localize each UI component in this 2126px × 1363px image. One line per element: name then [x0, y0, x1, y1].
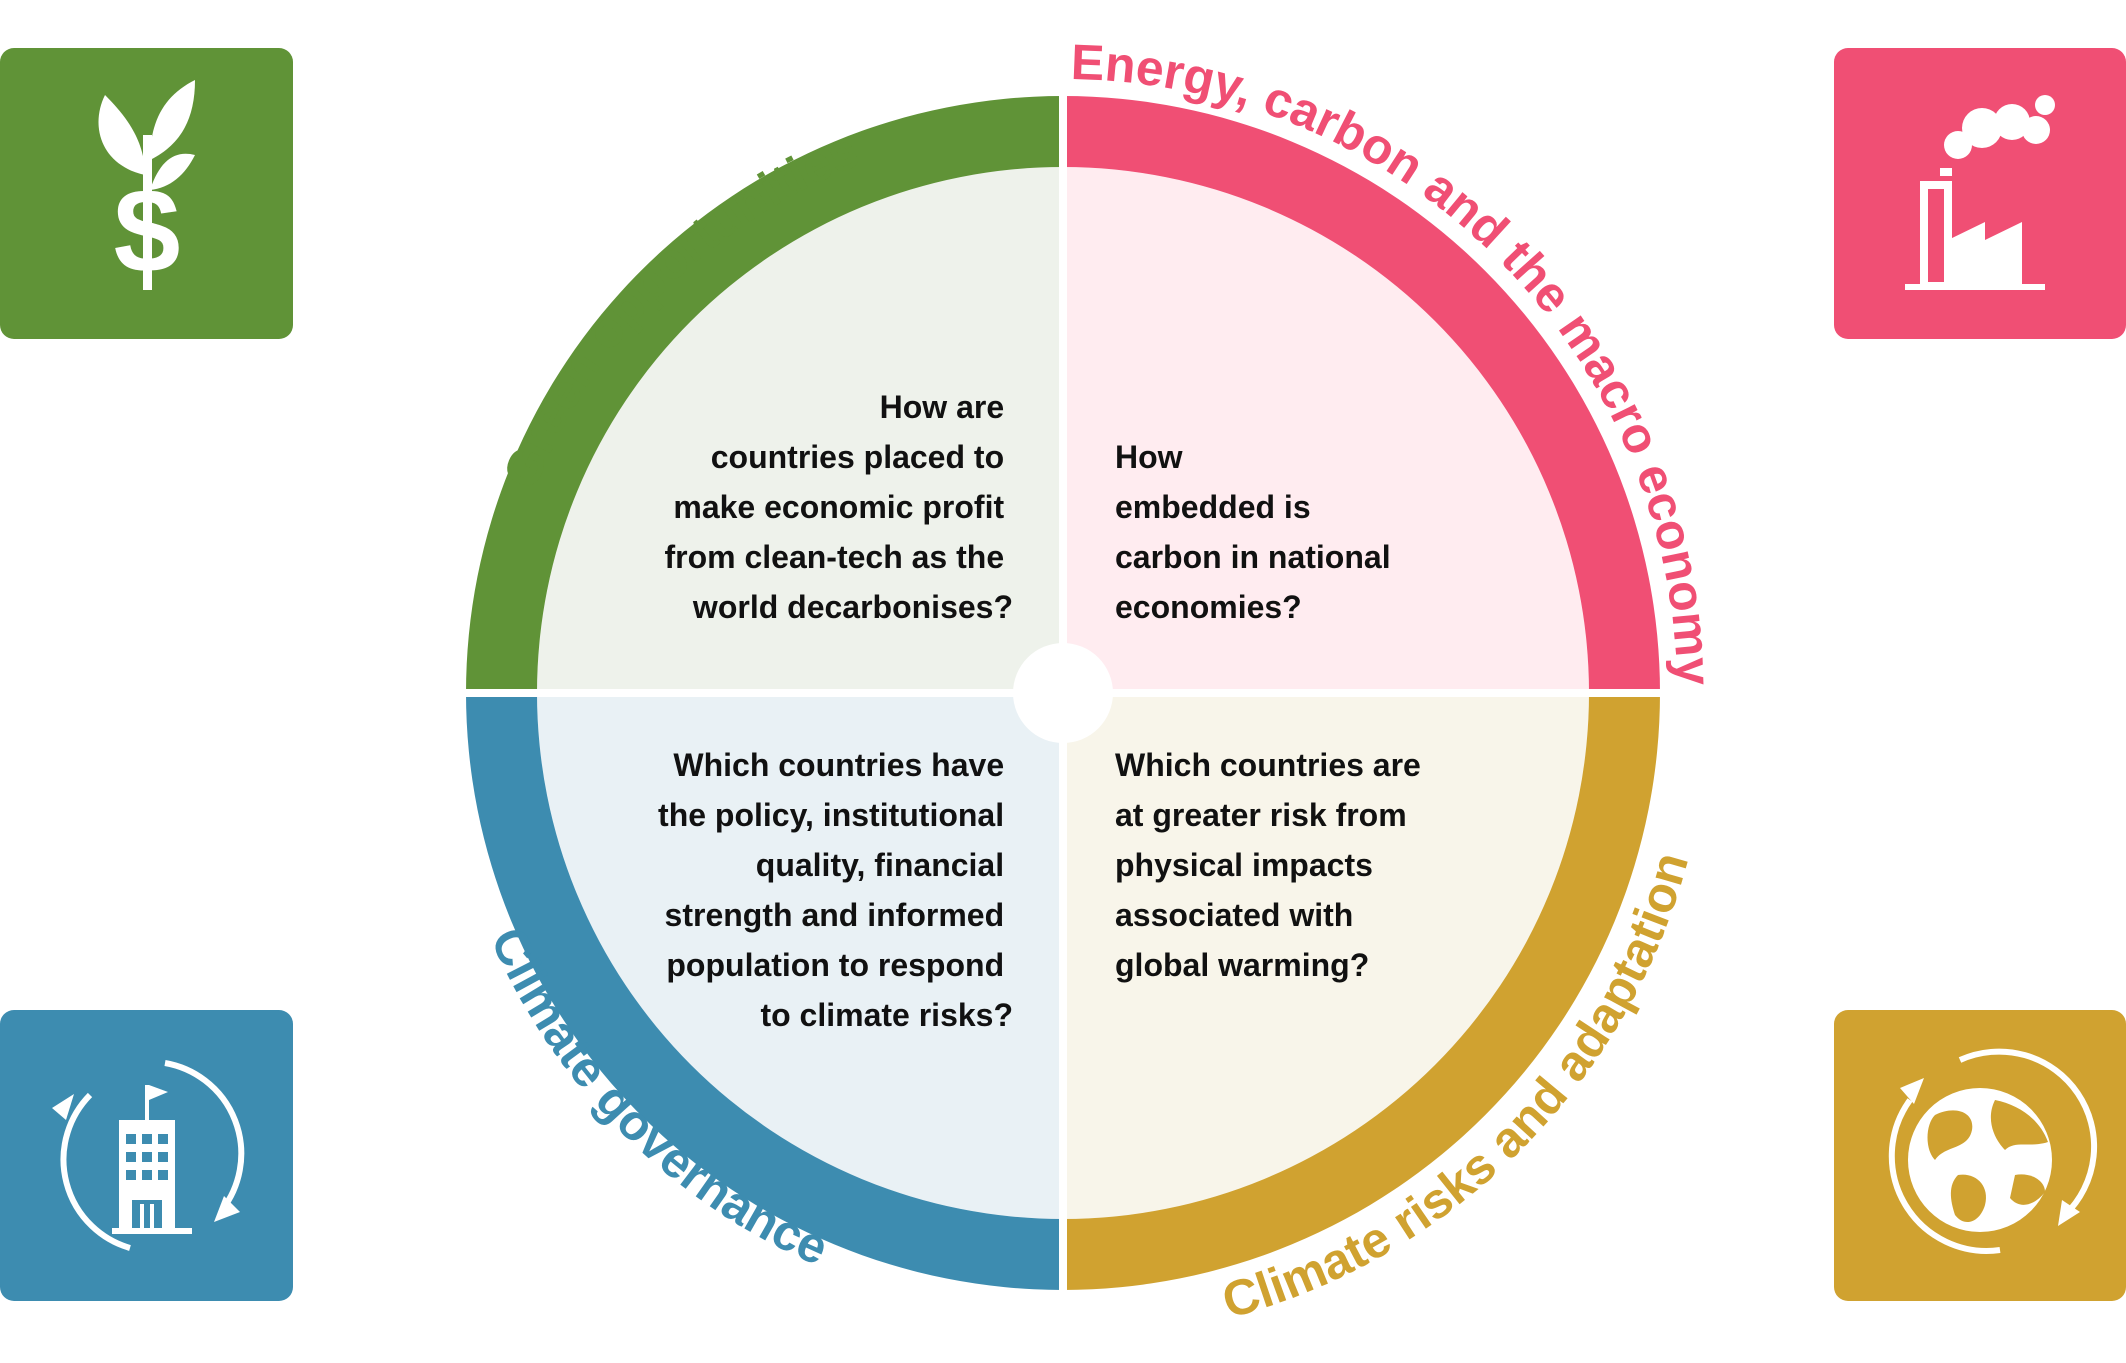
svg-text:$: $	[114, 164, 181, 298]
pink-question: How embedded is carbon in national econo…	[1115, 439, 1399, 625]
globe-cycle-icon	[1888, 1048, 2098, 1254]
blue-question: Which countries have the policy, institu…	[658, 747, 1013, 1033]
blue-ring-segment	[466, 693, 1063, 1290]
pink-ring-segment	[1063, 96, 1660, 693]
gold-quadrant-fill	[1063, 693, 1589, 1219]
government-building-icon	[52, 1060, 245, 1251]
dollar-plant-icon: $	[98, 80, 195, 298]
green-question: How are countries placed to make economi…	[664, 389, 1013, 625]
factory-icon	[1905, 95, 2055, 290]
green-quadrant-fill	[537, 167, 1063, 693]
gold-icon-tile	[1834, 1010, 2126, 1301]
center-hub	[1013, 643, 1113, 743]
green-ring-segment	[466, 96, 1063, 693]
blue-icon-tile	[0, 1010, 293, 1301]
green-icon-tile: $	[0, 48, 293, 339]
blue-quadrant-fill	[537, 693, 1063, 1219]
pink-quadrant-fill	[1063, 167, 1589, 693]
pink-icon-tile	[1834, 48, 2126, 339]
gold-question: Which countries are at greater risk from…	[1115, 747, 1430, 983]
gold-ring-segment	[1063, 693, 1660, 1290]
